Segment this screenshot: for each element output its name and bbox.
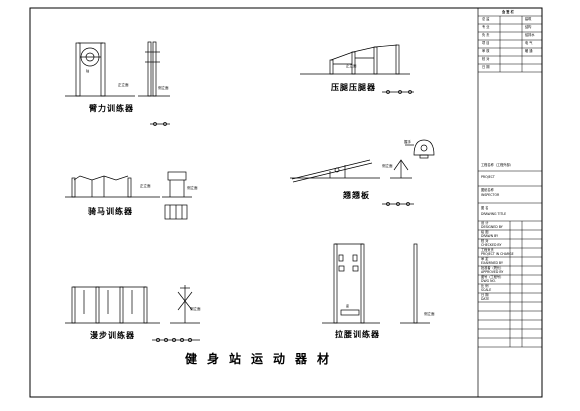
view-label-front: 正立面 xyxy=(140,184,151,188)
view-label-side: 侧立面 xyxy=(187,186,198,190)
tb-row-17: DATE xyxy=(481,297,490,301)
title-block: 会 签 栏 xyxy=(478,8,542,397)
sign-row-4-b: 暖 通 xyxy=(525,49,533,53)
leg-press-front xyxy=(300,44,410,75)
view-label-front: 正立面 xyxy=(118,83,129,87)
equipment-label-horse-trainer: 骑马训练器 xyxy=(88,207,133,216)
sign-row-1-b: 结构 xyxy=(525,25,532,29)
sign-row-3-b: 电 气 xyxy=(525,41,533,45)
sign-row-0-b: 建筑 xyxy=(525,17,532,21)
view-label-side: 侧立面 xyxy=(382,164,393,168)
tb-row-0: 设 计 xyxy=(481,221,489,225)
tb-row-6: 工程负责 xyxy=(481,248,494,252)
walker-side xyxy=(170,285,200,324)
waist-trainer-seat-label: 座 xyxy=(346,304,350,308)
seesaw-plan xyxy=(382,202,414,206)
sign-row-0-a: 总 监 xyxy=(482,17,490,21)
walker-plan xyxy=(152,338,200,342)
tb-row-11: APPROVED BY xyxy=(481,270,504,274)
view-label-side: 侧立面 xyxy=(424,312,435,316)
arm-trainer-side xyxy=(138,41,170,97)
tb-row-7: PROJECT IN CHARGE xyxy=(481,252,514,256)
seesaw-front xyxy=(290,159,380,183)
view-label-front: 正立面 xyxy=(346,64,357,68)
tb-row-12: 图号（工程号） xyxy=(481,275,504,279)
sign-row-1-a: 专 业 xyxy=(482,25,490,29)
horse-trainer-plan xyxy=(164,204,188,220)
sign-row-3-a: 项 目 xyxy=(482,41,490,45)
arm-trainer-shaft-label: 轴 xyxy=(86,69,90,73)
tb-row-2: 绘 图 xyxy=(481,230,489,234)
horse-trainer-front xyxy=(65,175,160,198)
seesaw-grip-label: 握手 xyxy=(404,140,411,144)
drawing-name-label-en: INSPECTOR xyxy=(481,193,500,197)
tb-row-1: DESIGNED BY xyxy=(481,225,503,229)
tb-row-3: DRAWN BY xyxy=(481,234,499,238)
equipment-label-leg-press: 压腿压腿器 xyxy=(331,83,376,92)
sheet-border xyxy=(29,7,543,398)
project-label-en: PROJECT xyxy=(481,175,495,179)
tb-row-4: 校 对 xyxy=(481,239,489,243)
drawing-name-label: 图纸名称 xyxy=(481,188,494,192)
countersign-header: 会 签 栏 xyxy=(502,10,514,14)
tb-row-10: 批准者（院长） xyxy=(481,266,504,270)
sign-row-6-a: 日 期 xyxy=(482,65,490,69)
sign-row-5-a: 校 对 xyxy=(482,57,490,61)
drawing-title-label: 图 名 xyxy=(481,206,489,210)
equipment-label-arm-trainer: 臂力训练器 xyxy=(89,104,134,113)
drawing-title: 健身站运动器材 xyxy=(185,352,340,366)
sign-row-4-a: 审 核 xyxy=(482,49,490,53)
waist-trainer-side xyxy=(400,243,430,324)
equipment-label-waist-trainer: 拉腰训练器 xyxy=(335,330,380,339)
tb-row-13: DWG NO. xyxy=(481,279,496,283)
seesaw-detail xyxy=(405,139,435,159)
equipment-label-seesaw: 翘翘板 xyxy=(343,191,370,200)
view-label-side: 侧立面 xyxy=(190,307,201,311)
tb-row-16: 日 期 xyxy=(481,293,489,297)
horse-trainer-side xyxy=(162,171,192,198)
tb-row-5: CHECKED BY xyxy=(481,243,502,247)
equipment-label-walker: 漫步训练器 xyxy=(90,331,135,340)
project-label: 工程名称（工程外部） xyxy=(481,163,513,167)
sign-row-2-a: 负 责 xyxy=(482,33,490,37)
tb-row-9: EXAMINED BY xyxy=(481,261,503,265)
view-label-side: 侧立面 xyxy=(158,86,169,90)
waist-trainer-front xyxy=(322,243,380,324)
leg-press-plan xyxy=(382,90,414,94)
tb-row-8: 审 定 xyxy=(481,257,489,261)
drawing-title-label-en: DRAWING TITLE xyxy=(481,212,507,216)
seesaw-side xyxy=(390,159,412,179)
tb-row-14: 比 例 xyxy=(481,284,489,288)
title-block-grid xyxy=(478,15,542,348)
tb-row-15: SCALE xyxy=(481,288,492,292)
walker-front xyxy=(65,286,160,324)
sign-row-2-b: 给排水 xyxy=(525,33,535,37)
arm-trainer-plan xyxy=(150,122,170,126)
arm-trainer-front xyxy=(65,42,135,97)
